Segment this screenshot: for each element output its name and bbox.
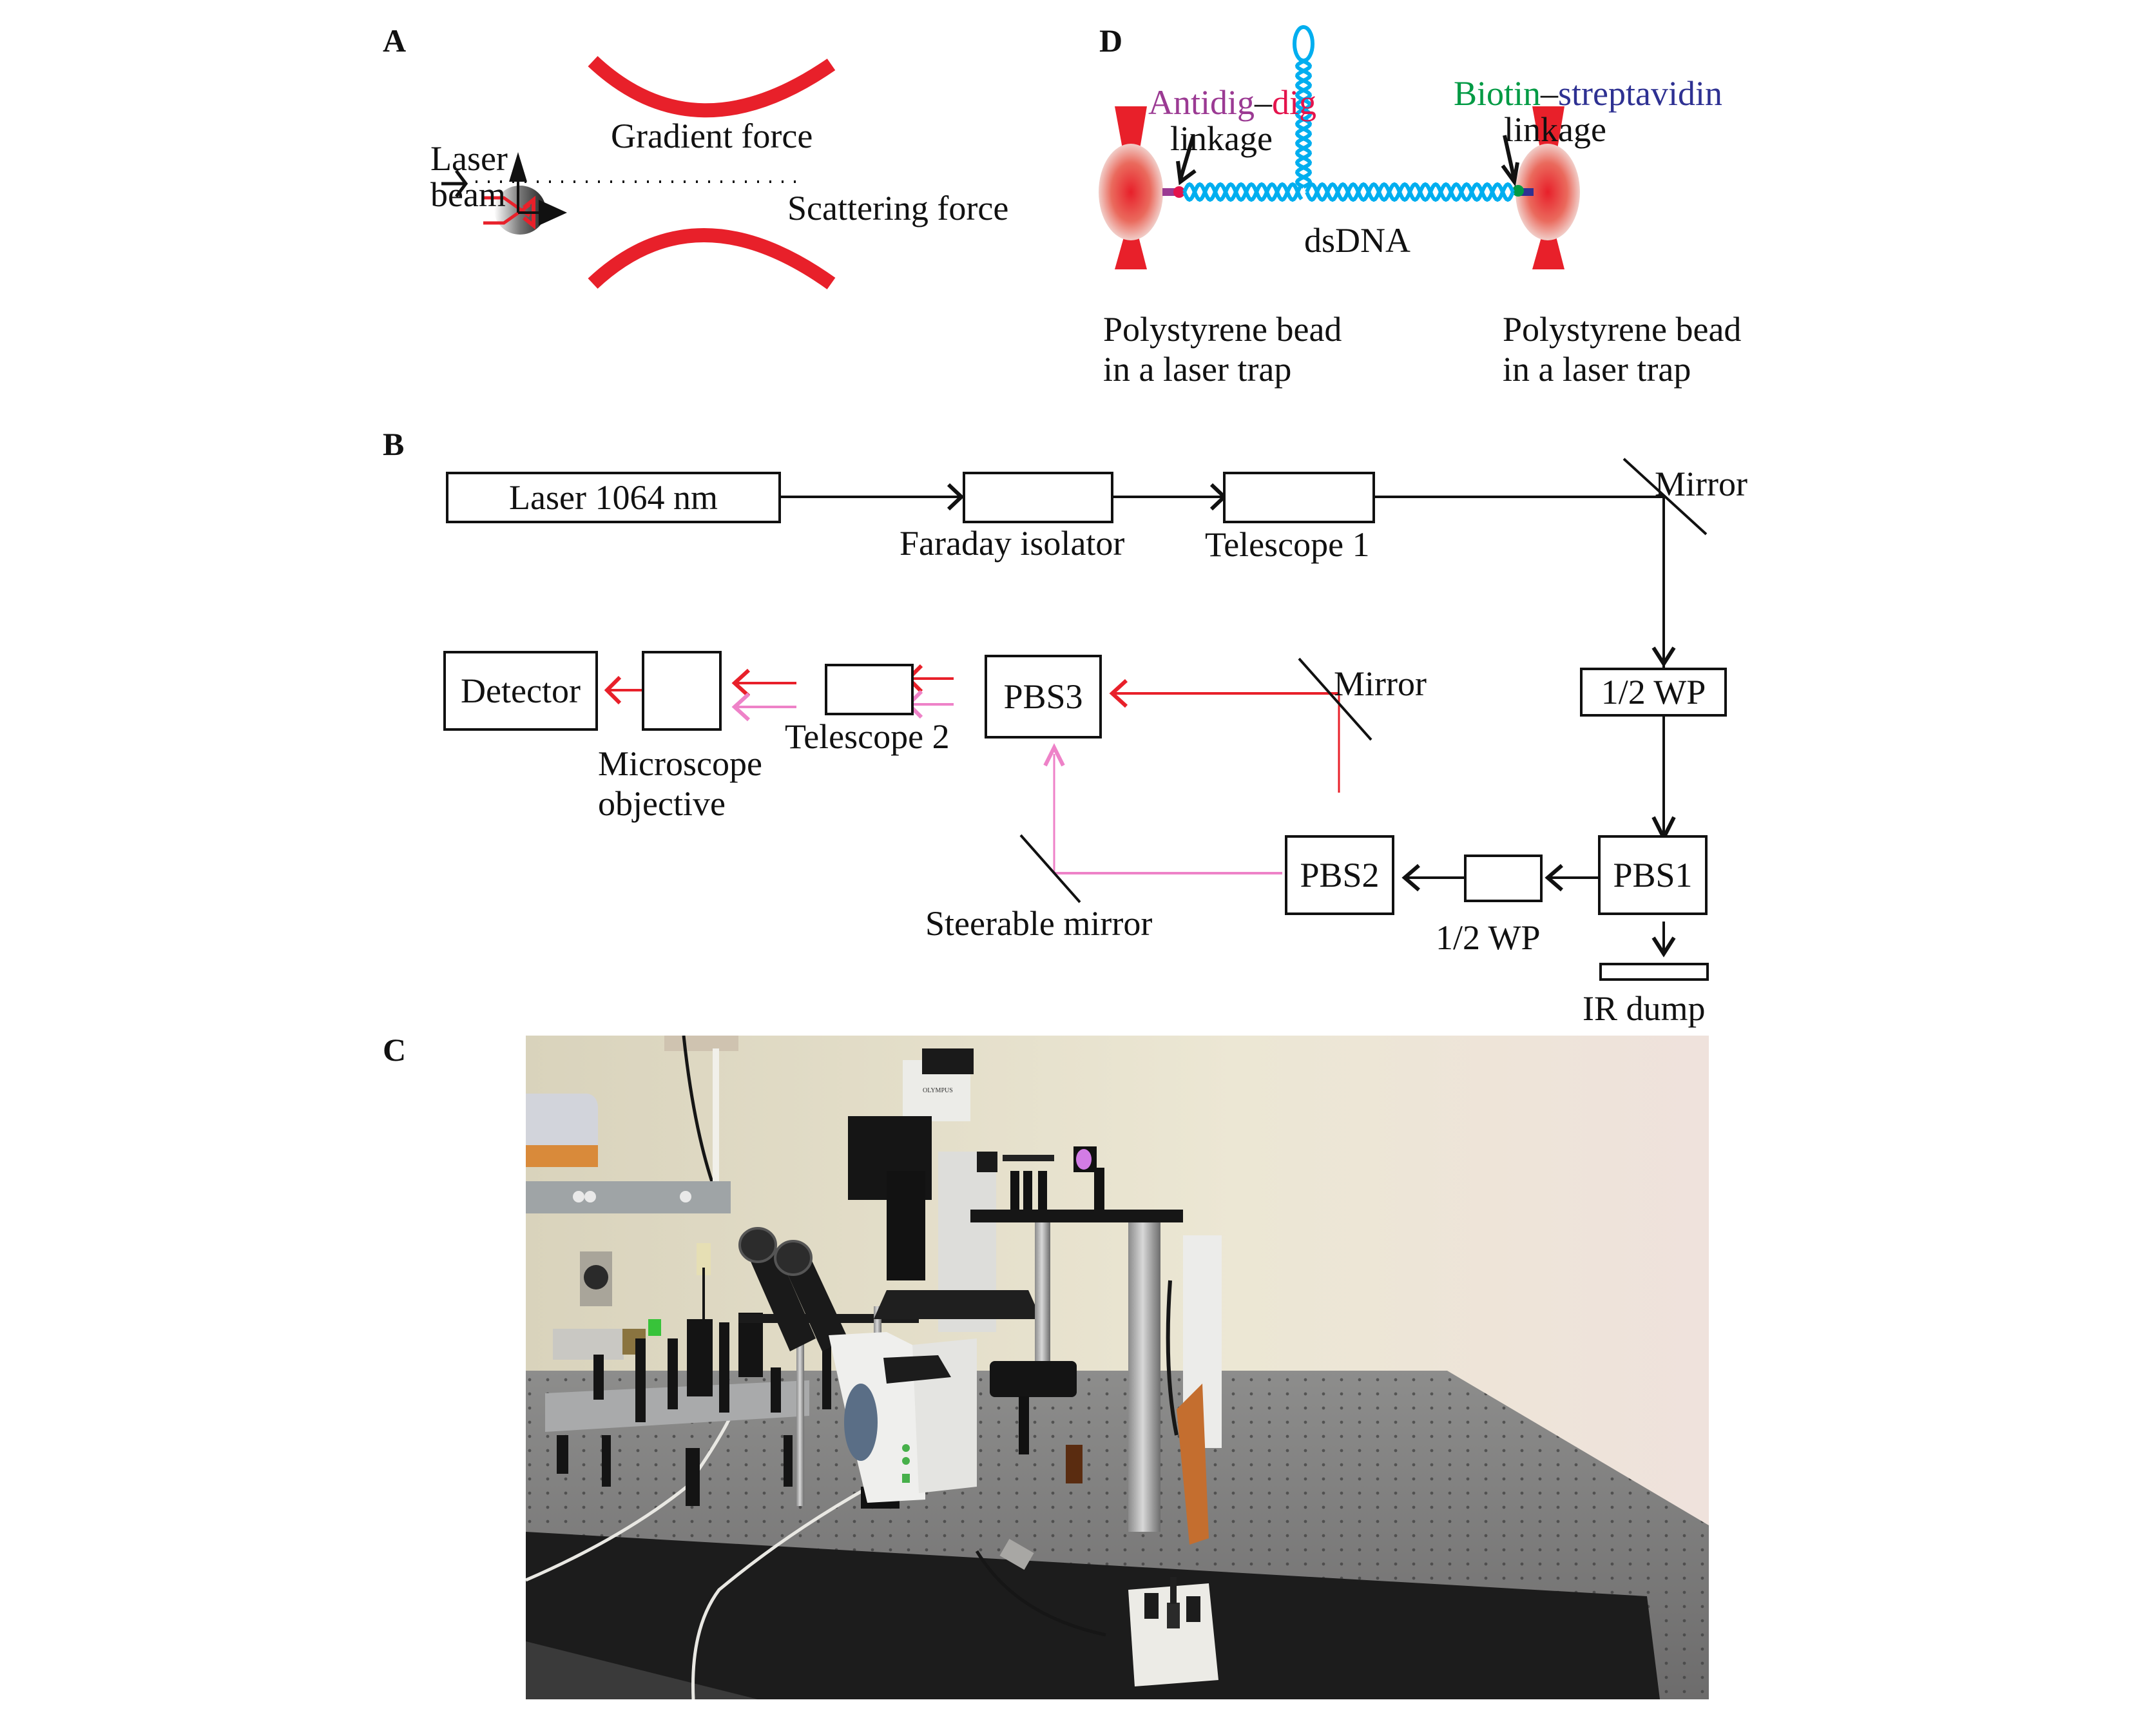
telescope1-label: Telescope 1 [1205,525,1370,564]
panel-label-d: D [1099,23,1123,59]
halfwp1-box: 1/2 WP [1580,668,1727,717]
left-bead-label: Polystyrene bead in a laser trap [1103,310,1342,389]
streptavidin-linker [1521,188,1534,196]
antidig-linker [1162,188,1177,196]
arrow-pink-into-pbs3-icon [1043,743,1065,767]
dash-text-2: – [1541,74,1559,113]
biotin-dot [1512,185,1524,197]
arrow-red-into-detector-icon [604,675,622,705]
dna-hairpin-loop [1293,25,1314,63]
dsdna-helix [1182,57,1515,202]
right-bead-icon [1516,144,1580,240]
microscope-objective-label: Microscope objective [598,744,762,823]
irdump-box [1599,963,1709,981]
mirror1-icon [1622,458,1708,536]
left-trap-lower-cone [1115,219,1147,269]
pbs3-box: PBS3 [985,655,1102,739]
telescope2-label: Telescope 2 [785,717,950,756]
mirror1-label: Mirror [1655,465,1747,503]
right-trap-lower-cone [1532,219,1564,269]
arrow-to-faraday-icon [947,483,965,511]
telescope2-box [825,664,914,715]
halfwp2-label: 1/2 WP [1436,918,1541,957]
lab-photo-illustration: OLYMPUS [526,1036,1709,1699]
streptavidin-text: streptavidin [1558,74,1722,113]
panel-label-a: A [383,23,407,59]
detector-box: Detector [443,651,598,731]
olympus-brand-text: OLYMPUS [923,1087,953,1094]
beam-lower-arc [588,228,836,289]
scattering-force-arrow-icon [539,200,567,226]
panel-label-b: B [383,426,405,462]
linkage-right-label: linkage [1504,110,1606,149]
left-linkage-arrow-icon [1176,160,1197,186]
beam-upper-arc [588,55,836,118]
right-bead-label: Polystyrene bead in a laser trap [1503,310,1742,389]
pbs1-box: PBS1 [1598,835,1708,915]
dig-text: dig [1272,83,1317,122]
pbs2-box: PBS2 [1285,835,1394,915]
arrow-pbs1-to-halfwp2-icon [1545,864,1563,892]
antidig-text: Antidig [1148,83,1255,122]
irdump-label: IR dump [1583,989,1706,1028]
panel-a-diagram [441,55,836,289]
gradient-force-arrow-icon [509,152,527,182]
microscope-objective-box [642,651,722,731]
dna-left-arm-strand-2 [1182,182,1304,202]
linkage-left-label: linkage [1170,119,1273,158]
dig-dot [1173,186,1185,198]
left-bead-icon [1099,144,1163,240]
biotin-text: Biotin [1454,74,1541,113]
dsdna-label: dsDNA [1304,221,1411,260]
steerable-mirror-icon [1019,834,1081,903]
mirror2-icon [1298,657,1372,741]
panel-label-c: C [383,1032,407,1068]
arrow-halfwp2-to-pbs2-icon [1401,864,1420,892]
dna-left-arm-strand-1 [1182,182,1304,202]
right-linkage-arrow-icon [1501,162,1519,187]
panel-d-diagram [1099,25,1580,269]
arrow-red-into-objective-icon [731,668,751,698]
laser-beam-label: Laser beam [430,139,508,214]
dash-text: – [1255,83,1273,122]
arrow-red-into-pbs3-icon [1109,679,1128,708]
scattering-force-label: Scattering force [787,189,1009,227]
lab-setup-photo: OLYMPUS [526,1036,1709,1699]
antidig-dig-label: Antidig–dig [1148,82,1316,122]
laser-beam-arrow-icon [455,169,468,198]
faraday-isolator-box [963,472,1113,523]
halfwp2-box [1464,854,1543,902]
faraday-isolator-label: Faraday isolator [900,524,1125,563]
dna-right-arm-strand-2 [1305,182,1515,202]
laser-1064-box: Laser 1064 nm [446,472,781,523]
arrow-to-irdump-icon [1651,936,1676,958]
biotin-streptavidin-label: Biotin–streptavidin [1454,73,1722,113]
mirror2-label: Mirror [1334,664,1427,703]
arrow-pink-into-objective-icon [731,692,751,722]
gradient-force-label: Gradient force [611,117,813,155]
telescope1-box [1223,472,1375,523]
arrow-to-halfwp1-icon [1651,646,1676,668]
steerable-mirror-label: Steerable mirror [925,904,1153,943]
dna-hairpin-stem-strand-2 [1295,57,1313,189]
